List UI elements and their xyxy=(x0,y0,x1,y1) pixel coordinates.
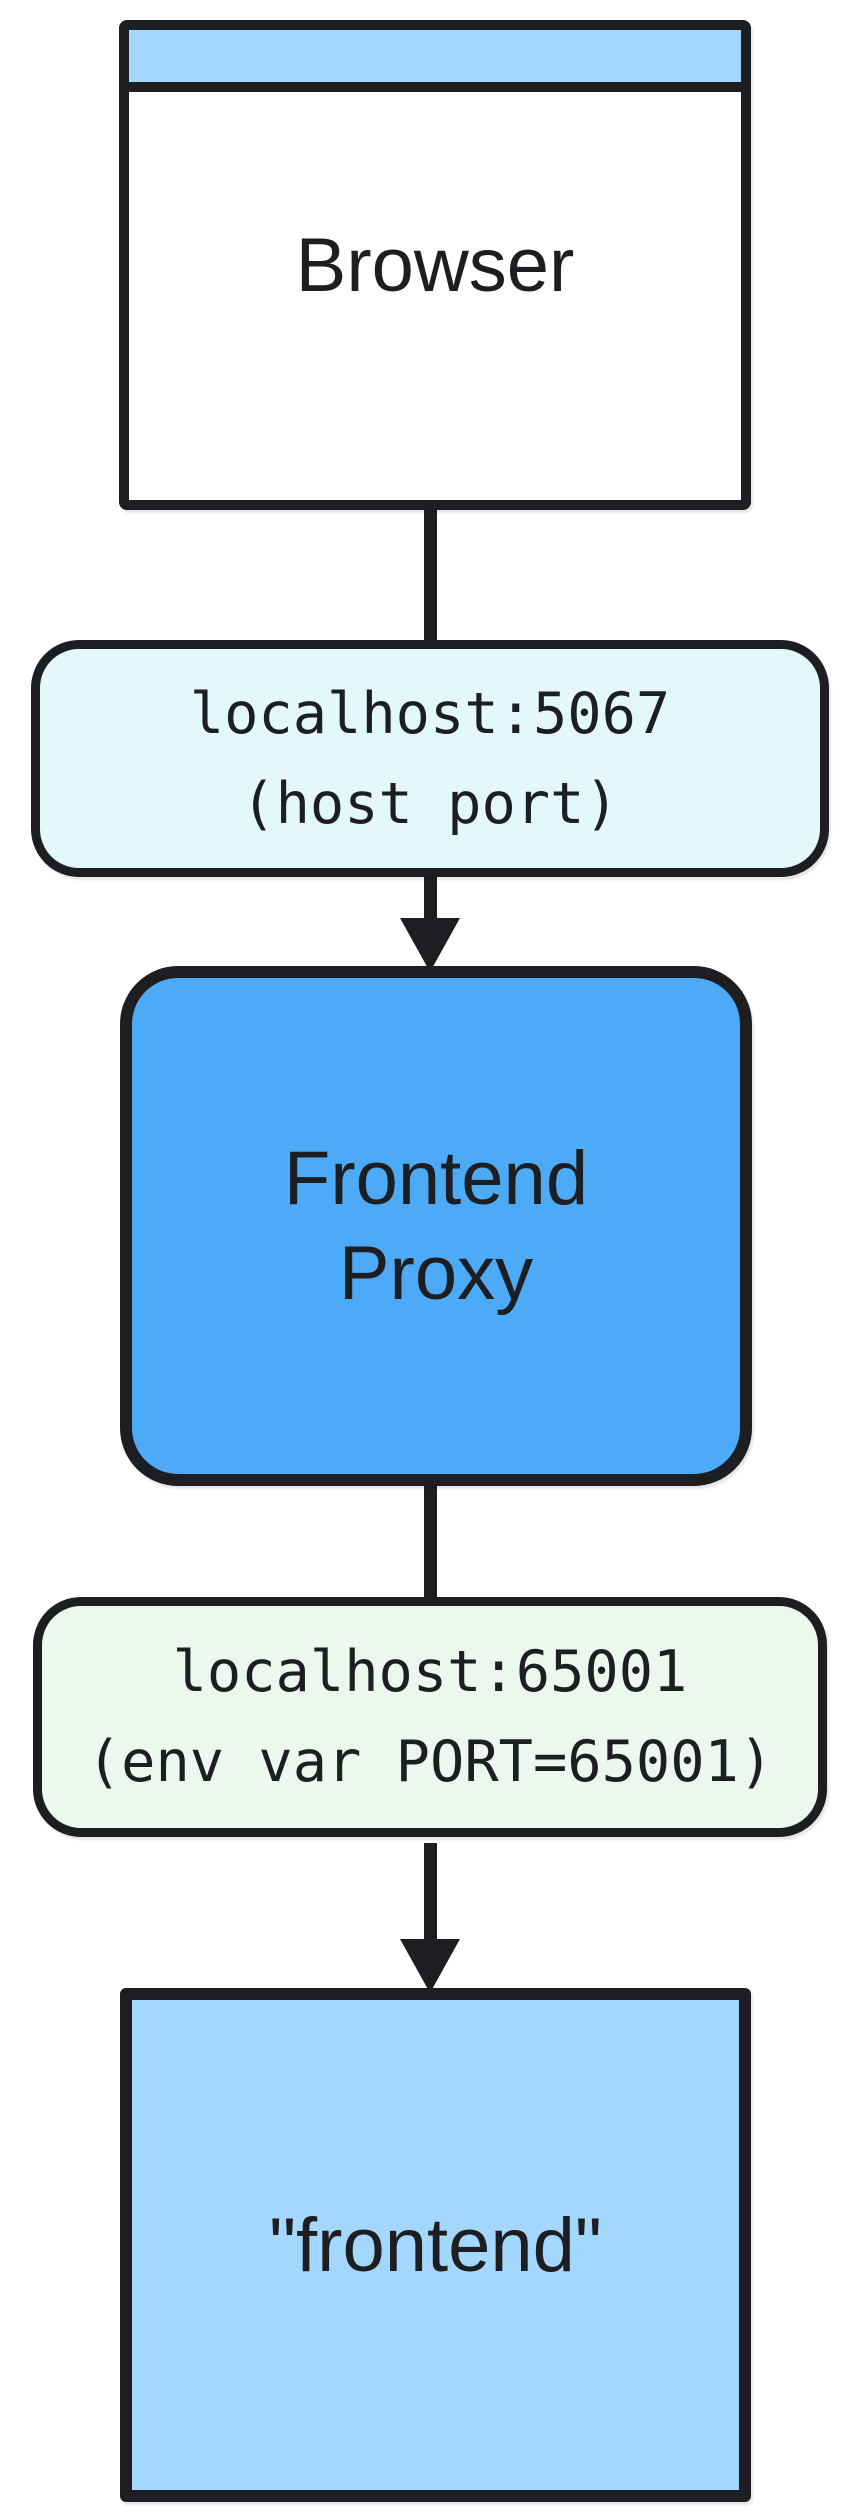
browser-titlebar xyxy=(129,30,741,92)
edge-label-host-port: localhost:5067 (host port) xyxy=(31,640,829,877)
edge-label-env-port-line2: (env var PORT=65001) xyxy=(86,1729,774,1795)
edge-browser-to-proxy-lower-line xyxy=(400,872,460,972)
edge-browser-to-proxy-upper-line xyxy=(400,505,460,645)
edge-label-host-port-line2: (host port) xyxy=(241,770,619,837)
arrowhead-into-container-icon xyxy=(400,1939,460,1993)
edge-proxy-to-container-lower-line xyxy=(400,1843,460,1993)
node-browser-label: Browser xyxy=(295,222,575,308)
edge-proxy-to-container-upper-line xyxy=(400,1482,460,1602)
edge-line xyxy=(423,1482,437,1602)
node-frontend-container-label: "frontend" xyxy=(269,2202,602,2288)
edge-line xyxy=(423,872,437,918)
node-browser: Browser xyxy=(119,20,751,510)
node-frontend-proxy: Frontend Proxy xyxy=(120,966,752,1486)
edge-label-env-port: localhost:65001 (env var PORT=65001) xyxy=(33,1597,827,1837)
node-frontend-container: "frontend" xyxy=(120,1988,751,2502)
node-frontend-proxy-label-line2: Proxy xyxy=(338,1231,534,1316)
edge-line xyxy=(423,505,437,645)
arrowhead-into-proxy-icon xyxy=(400,918,460,972)
node-frontend-proxy-label-line1: Frontend xyxy=(283,1136,589,1221)
edge-label-env-port-line1: localhost:65001 xyxy=(172,1639,688,1705)
edge-line xyxy=(423,1843,437,1939)
edge-label-host-port-line1: localhost:5067 xyxy=(189,680,671,747)
